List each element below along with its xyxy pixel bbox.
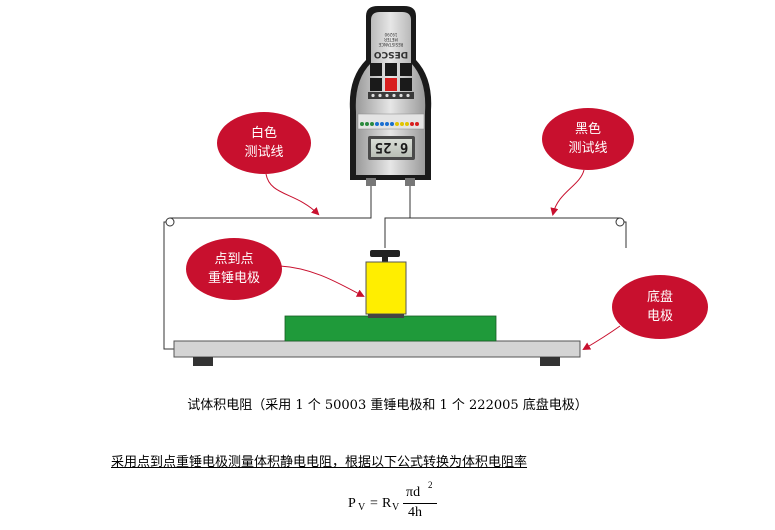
meter-model-line: RESISTANCE xyxy=(378,42,403,47)
meter-button xyxy=(400,63,412,76)
base-plate-electrode xyxy=(173,340,581,366)
meter-reading: 6.25 xyxy=(375,139,409,155)
callout-white-lead: 白色 测试线 xyxy=(217,112,320,216)
meter-buttons xyxy=(368,63,414,99)
formula-numerator-exponent: 2 xyxy=(428,480,433,490)
method-note: 采用点到点重锤电极测量体积静电电阻，根据以下公式转换为体积电阻率 xyxy=(111,455,528,470)
meter-test-button xyxy=(385,78,397,91)
point-to-point-weight-electrode xyxy=(365,250,407,318)
resistance-meter: DESCO RESISTANCE METER 19290 xyxy=(349,6,432,186)
callout-label: 白色 xyxy=(251,125,277,141)
formula-lhs: P xyxy=(348,496,356,511)
meter-terminal xyxy=(405,178,415,186)
test-leads xyxy=(163,186,627,350)
meter-led-scale xyxy=(357,113,425,130)
callout-arrow xyxy=(582,325,621,351)
meter-terminal xyxy=(366,178,376,186)
formula-numerator: πd xyxy=(406,485,421,500)
callout-point-electrode: 点到点 重锤电极 xyxy=(186,238,365,300)
callout-label: 电极 xyxy=(647,309,673,324)
callout-base-plate: 底盘 电极 xyxy=(582,275,708,351)
meter-model-line: 19290 xyxy=(384,32,397,37)
test-setup-diagram: DESCO RESISTANCE METER 19290 xyxy=(163,6,708,366)
meter-button xyxy=(385,63,397,76)
black-lead-wire xyxy=(410,217,627,248)
callout-arrow xyxy=(550,169,585,216)
callout-label: 黑色 xyxy=(575,121,601,137)
black-lead-wire xyxy=(384,186,411,248)
callout-label: 测试线 xyxy=(568,141,607,156)
meter-brand: DESCO xyxy=(373,49,408,59)
callout-label: 重锤电极 xyxy=(208,270,260,286)
meter-button xyxy=(400,78,412,91)
formula-rhs-subscript: V xyxy=(392,502,400,513)
formula-fraction-bar xyxy=(403,503,437,504)
callout-label: 测试线 xyxy=(244,145,283,160)
meter-model-line: METER xyxy=(384,37,398,42)
formula-lhs-subscript: V xyxy=(358,502,366,513)
formula-equals: = xyxy=(370,496,378,511)
callout-black-lead: 黑色 测试线 xyxy=(542,108,634,216)
volume-resistivity-formula: P V = R V πd 2 4h xyxy=(348,480,468,528)
formula-rhs: R xyxy=(382,496,392,511)
callout-arrow xyxy=(279,265,365,297)
meter-button xyxy=(370,78,382,91)
meter-lcd-display: 6.25 xyxy=(368,136,415,160)
callout-arrow xyxy=(265,173,320,216)
figure-caption: 试体积电阻（采用 1 个 50003 重锤电极和 1 个 222005 底盘电极… xyxy=(187,398,588,413)
callout-label: 点到点 xyxy=(214,252,253,267)
meter-button xyxy=(370,63,382,76)
callout-label: 底盘 xyxy=(647,289,673,305)
formula-denominator: 4h xyxy=(408,505,422,520)
test-specimen xyxy=(284,315,497,342)
